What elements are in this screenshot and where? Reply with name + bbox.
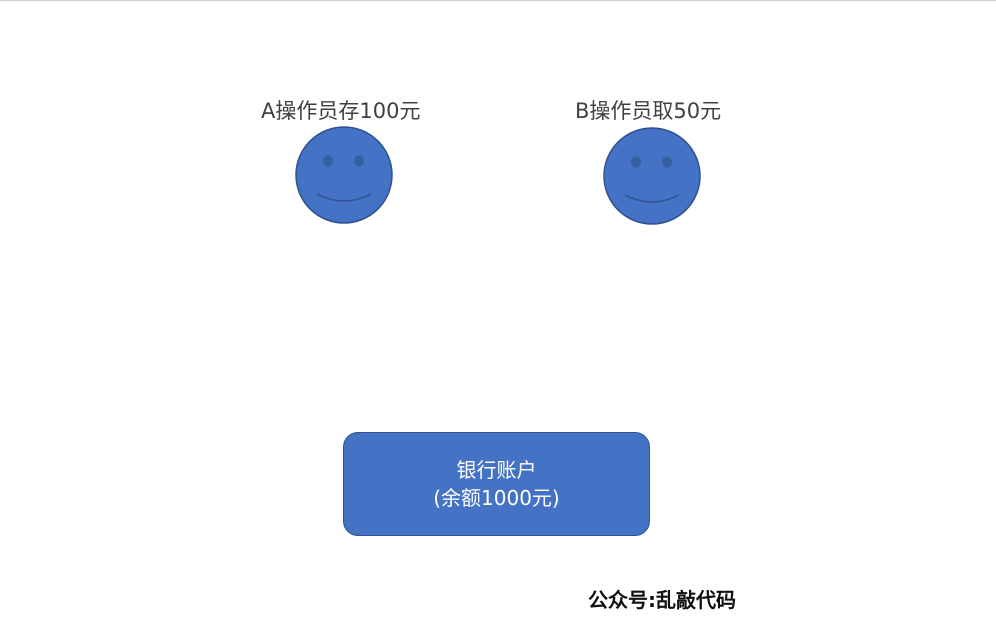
top-divider xyxy=(0,0,996,1)
operator-a-label: A操作员存100元 xyxy=(261,99,421,123)
watermark-text: 公众号:乱敲代码 xyxy=(588,588,736,612)
smiley-face-icon xyxy=(295,126,393,224)
smiley-face-icon xyxy=(603,127,701,225)
account-balance: (余额1000元) xyxy=(433,486,560,510)
operator-b-label: B操作员取50元 xyxy=(575,99,722,123)
account-title: 银行账户 xyxy=(456,458,537,482)
bank-account-box: 银行账户 (余额1000元) xyxy=(343,432,650,536)
